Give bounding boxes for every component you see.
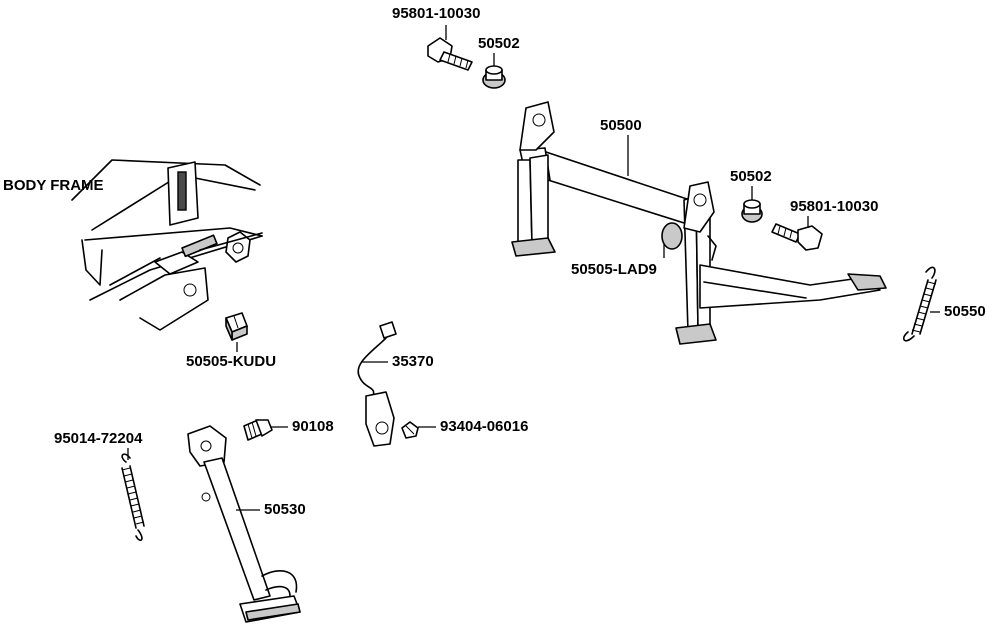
callout-collar-right[interactable]: 50502 — [730, 168, 772, 185]
callout-stand-damper[interactable]: 50505-LAD9 — [571, 261, 657, 278]
side-stand-spring-drawing — [121, 453, 145, 542]
side-stand-bolt-drawing — [243, 419, 273, 441]
callout-collar-top[interactable]: 50502 — [478, 35, 520, 52]
main-stand-drawing — [511, 101, 887, 345]
callout-bolt-top[interactable]: 95801-10030 — [392, 5, 481, 22]
callout-side-stand-switch[interactable]: 35370 — [392, 353, 434, 370]
callout-side-stand-spring[interactable]: 95014-72204 — [54, 430, 143, 447]
callout-side-stand[interactable]: 50530 — [264, 501, 306, 518]
collar-top-drawing — [482, 65, 506, 89]
callout-main-stand-spring[interactable]: 50550 — [944, 303, 986, 320]
callout-switch-screw[interactable]: 93404-06016 — [440, 418, 529, 435]
callout-stopper-rubber[interactable]: 50505-KUDU — [186, 353, 277, 370]
collar-right-drawing — [741, 199, 763, 223]
callout-main-stand[interactable]: 50500 — [600, 117, 642, 134]
stopper-rubber-drawing — [225, 312, 248, 341]
callout-bolt-right[interactable]: 95801-10030 — [790, 198, 879, 215]
main-stand-spring-drawing — [902, 266, 937, 342]
callout-side-stand-bolt[interactable]: 90108 — [292, 418, 334, 435]
bolt-top-drawing — [427, 37, 473, 71]
switch-screw-drawing — [401, 421, 419, 439]
body-frame-drawing — [71, 159, 263, 331]
bolt-right-drawing — [771, 223, 823, 251]
side-stand-switch-drawing — [357, 321, 397, 447]
body-frame-label: BODY FRAME — [3, 177, 104, 194]
side-stand-drawing — [187, 425, 301, 623]
